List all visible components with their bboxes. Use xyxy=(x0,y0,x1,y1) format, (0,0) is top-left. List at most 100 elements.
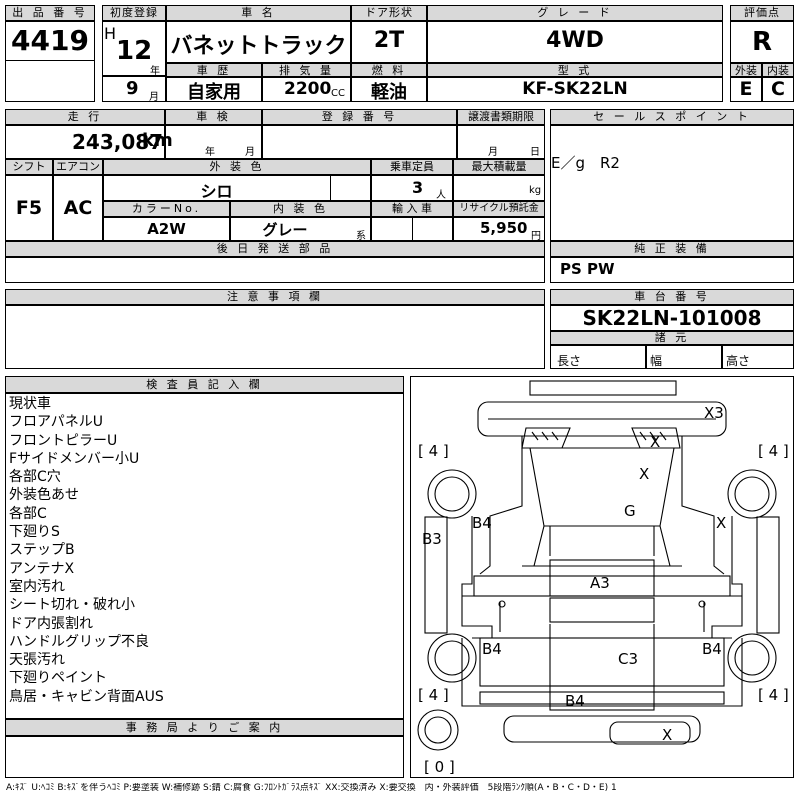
exterior-grade: E xyxy=(739,78,753,100)
inspector-comment-line: 下廻りS xyxy=(9,524,60,541)
fuel-box xyxy=(351,77,427,102)
ac-box xyxy=(53,175,103,241)
left-headlight-lines xyxy=(531,431,559,441)
lot-number-lower xyxy=(5,60,95,102)
bed-front xyxy=(479,637,725,687)
grade-label: グ レ ー ド xyxy=(427,5,723,21)
lot-number: 4419 xyxy=(11,24,89,57)
color-number: A2W xyxy=(147,220,186,238)
right-headlight xyxy=(631,427,681,449)
inspector-comment-line: 室内汚れ xyxy=(9,578,65,595)
exterior-color-divider xyxy=(330,175,371,201)
front-top-strip xyxy=(529,380,677,396)
era-letter: H xyxy=(104,24,117,43)
inspector-comment-line: 現状車 xyxy=(9,396,51,412)
right-headlight-lines xyxy=(639,431,667,441)
mileage: 243,087 xyxy=(72,130,164,154)
tire-front-left: [ 4 ] xyxy=(418,442,449,460)
max-load-unit: kg xyxy=(529,185,542,196)
recycle-box xyxy=(453,217,545,241)
sales-point-label: セ ー ル ス ポ イ ン ト xyxy=(550,109,794,125)
left-side-outline xyxy=(461,516,493,639)
notes-label: 注 意 事 項 欄 xyxy=(5,289,545,305)
month-unit: 月 xyxy=(149,92,159,103)
fuel-label: 燃 料 xyxy=(351,63,427,77)
bed-rear-rail xyxy=(479,691,725,705)
transfer-deadline-box xyxy=(457,125,545,159)
front-left-tire xyxy=(427,469,477,519)
front-bumper xyxy=(477,401,727,437)
car-name-label: 車 名 xyxy=(166,5,351,21)
spare-tire xyxy=(417,709,459,751)
width-label: 幅 xyxy=(650,354,663,368)
rear-right-tire xyxy=(727,633,777,683)
inspector-comment-line: 鳥居・キャビン背面AUS xyxy=(9,688,164,705)
inspector-comment-line: ドア内張割れ xyxy=(9,615,93,632)
left-front-fender xyxy=(479,435,523,575)
history-box xyxy=(166,77,262,102)
mark-right-fender: X xyxy=(716,514,726,532)
right-step xyxy=(756,516,780,634)
tire-spare: [ 0 ] xyxy=(424,758,455,776)
mark-mirror: X xyxy=(650,433,660,451)
dimensions-label: 諸 元 xyxy=(550,331,794,345)
vehicle-diagram-frame xyxy=(410,376,794,778)
height-box xyxy=(722,345,794,369)
capacity: 3 xyxy=(412,178,424,197)
exterior-color-label: 外 装 色 xyxy=(103,159,371,175)
ac: AC xyxy=(63,197,93,219)
inspector-comment-line: 外装色あせ xyxy=(9,487,79,504)
history-label: 車 歴 xyxy=(166,63,262,77)
height-label: 高さ xyxy=(726,354,751,368)
front-right-tire xyxy=(727,469,777,519)
displacement-label: 排 気 量 xyxy=(262,63,351,77)
score: R xyxy=(751,27,773,57)
transfer-deadline-label: 譲渡書類期限 xyxy=(457,109,545,125)
interior-color: グレー xyxy=(262,221,308,239)
width-box xyxy=(646,345,722,369)
history: 自家用 xyxy=(187,82,241,103)
chassis-number: SK22LN-101008 xyxy=(582,306,762,330)
door-label: ドア形状 xyxy=(351,5,427,21)
genuine-equipment-label: 純 正 装 備 xyxy=(550,241,794,257)
mark-bed-floor: C3 xyxy=(618,650,638,668)
capacity-unit: 人 xyxy=(436,190,446,201)
inspection-box xyxy=(165,125,262,159)
office-notice-box xyxy=(5,736,404,778)
model: KF-SK22LN xyxy=(522,79,628,99)
right-bolt xyxy=(698,600,706,608)
tire-rear-left: [ 4 ] xyxy=(418,686,449,704)
transfer-month-unit: 月 xyxy=(488,147,498,158)
inspector-comment-line: シート切れ・破れ小 xyxy=(9,597,135,614)
max-load-box xyxy=(453,175,545,201)
interior-grade: C xyxy=(771,78,785,100)
door-type: 2T xyxy=(373,28,405,53)
grade: 4WD xyxy=(546,28,604,53)
mark-left-bed: B4 xyxy=(482,640,502,658)
right-front-fender xyxy=(681,435,725,575)
length-label: 長さ xyxy=(557,354,582,368)
length-box xyxy=(550,345,646,369)
color-number-label: カラーNo. xyxy=(103,201,230,217)
inspector-comment-line: フロアパネルU xyxy=(9,414,103,431)
displacement-box xyxy=(262,77,351,102)
model-box xyxy=(427,77,723,102)
office-notice-label: 事 務 局 よ り ご 案 内 xyxy=(5,719,404,736)
interior-color-label: 内 装 色 xyxy=(230,201,371,217)
lot-number-label: 出 品 番 号 xyxy=(5,5,95,21)
mark-right-bed: B4 xyxy=(702,640,722,658)
mark-hood: G xyxy=(624,502,636,520)
registration-label: 登 録 番 号 xyxy=(262,109,457,125)
later-parts-label: 後 日 発 送 部 品 xyxy=(5,241,545,257)
registration-box xyxy=(262,125,457,159)
inspector-comment-line: 各部C穴 xyxy=(9,469,61,486)
chassis-label: 車 台 番 号 xyxy=(550,289,794,305)
mark-cab-back: A3 xyxy=(590,574,610,592)
rear-right-rim xyxy=(734,640,770,676)
inspector-label: 検 査 員 記 入 欄 xyxy=(5,376,404,393)
sales-point: E／g R2 xyxy=(551,154,620,172)
exterior-box xyxy=(730,77,762,102)
first-registration-year: 12 xyxy=(116,36,153,66)
inspector-comment-line: Fサイドメンバー小U xyxy=(9,450,140,467)
rear-left-rim xyxy=(434,640,470,676)
